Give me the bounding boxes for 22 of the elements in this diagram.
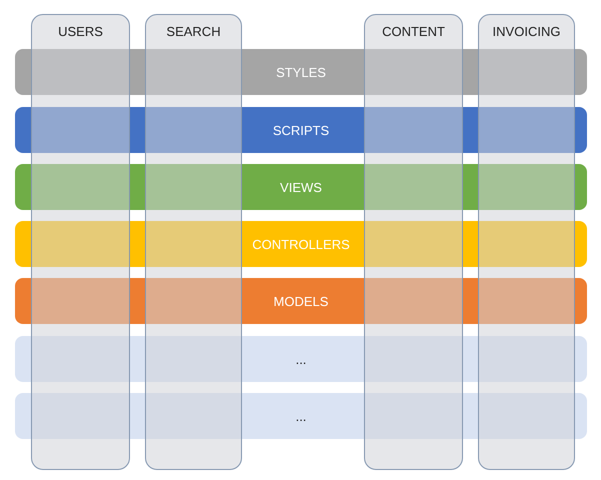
module-column (31, 14, 130, 470)
layer-band (15, 107, 587, 153)
layer-label: ... (296, 408, 306, 424)
layer-label: ... (296, 352, 306, 366)
layer-band (15, 221, 587, 267)
layer-label: CONTROLLERS (252, 236, 350, 252)
layer-band (15, 393, 587, 439)
module-column (145, 14, 242, 470)
layer-label: SCRIPTS (272, 122, 330, 138)
layer-label: STYLES (276, 64, 326, 80)
layer-band (15, 49, 587, 95)
column-heading: CONTENT (381, 24, 446, 39)
layer-band (15, 278, 587, 324)
column-heading: USERS (57, 24, 104, 39)
layer-band (15, 336, 587, 382)
module-column (478, 14, 575, 470)
layer-label: MODELS (274, 294, 328, 308)
column-heading: INVOICING (492, 24, 562, 39)
layer-label: VIEWS (280, 180, 322, 194)
column-heading: SEARCH (165, 24, 222, 39)
module-column (364, 14, 463, 470)
layer-band (15, 164, 587, 210)
